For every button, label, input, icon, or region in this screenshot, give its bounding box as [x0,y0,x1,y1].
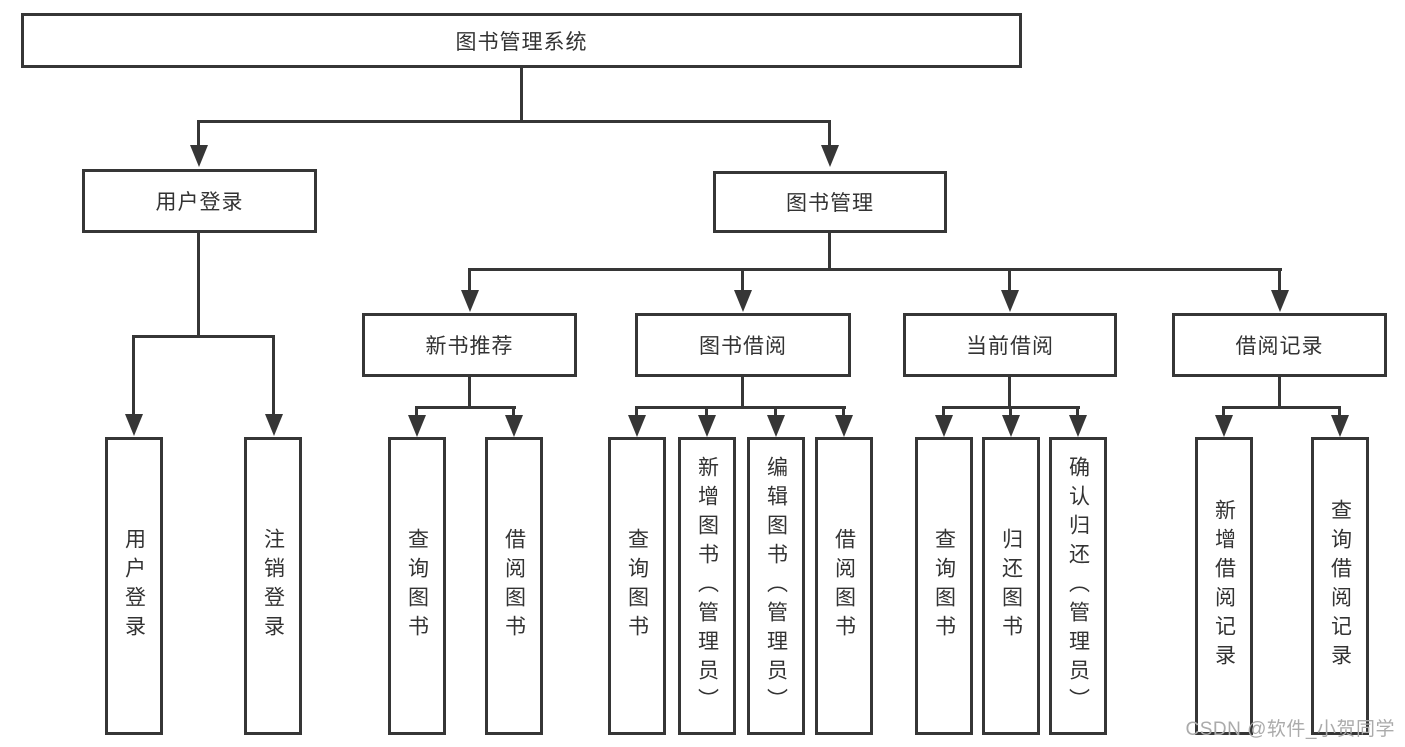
node-new-book-recommend-label: 新书推荐 [425,335,514,358]
node-root: 图书管理系统 [21,13,1022,68]
arrow-down-icon [842,406,845,416]
arrow-down-icon [774,406,777,416]
node-book-borrowing: 图书借阅 [635,313,851,377]
leaf-bb-edit-books-admin: 编辑图书（管理员） [747,437,805,735]
leaf-cb-confirm-return-admin-label: 确认归还（管理员） [1066,455,1090,717]
connector-line [415,406,516,409]
leaf-cb-return-books: 归还图书 [982,437,1040,735]
arrow-down-icon [1338,406,1341,416]
connector-line [1222,406,1340,409]
arrow-down-icon [512,406,515,416]
leaf-user-login: 用户登录 [105,437,163,735]
leaf-br-query-record-label: 查询借阅记录 [1328,499,1352,673]
connector-line [197,120,831,123]
leaf-cb-query-books: 查询图书 [915,437,973,735]
node-user-login: 用户登录 [82,169,317,233]
leaf-br-add-record: 新增借阅记录 [1195,437,1253,735]
leaf-nbr-query-books-label: 查询图书 [405,528,429,644]
leaf-bb-borrow-books: 借阅图书 [815,437,873,735]
leaf-bb-borrow-books-label: 借阅图书 [832,528,856,644]
leaf-bb-query-books-label: 查询图书 [625,528,649,644]
connector-line [741,377,744,409]
leaf-nbr-query-books: 查询图书 [388,437,446,735]
node-book-management: 图书管理 [713,171,947,233]
leaf-logout-label: 注销登录 [261,528,285,644]
arrow-down-icon [468,268,471,291]
arrow-down-icon [942,406,945,416]
arrow-down-icon [132,335,135,415]
connector-line [1278,377,1281,409]
connector-line [132,335,275,338]
leaf-cb-confirm-return-admin: 确认归还（管理员） [1049,437,1107,735]
leaf-logout: 注销登录 [244,437,302,735]
connector-line [1008,377,1011,409]
arrow-down-icon [705,406,708,416]
connector-line [468,377,471,409]
node-borrowing-records-label: 借阅记录 [1235,335,1324,358]
arrow-down-icon [635,406,638,416]
arrow-down-icon [828,120,831,146]
arrow-down-icon [1076,406,1079,416]
node-book-borrowing-label: 图书借阅 [699,335,787,358]
leaf-cb-return-books-label: 归还图书 [999,528,1023,644]
connector-line [468,268,1282,271]
leaf-br-query-record: 查询借阅记录 [1311,437,1369,735]
leaf-cb-query-books-label: 查询图书 [932,528,956,644]
arrow-down-icon [197,120,200,146]
connector-line [197,233,200,338]
node-user-login-label: 用户登录 [155,191,244,214]
node-current-borrowing: 当前借阅 [903,313,1117,377]
arrow-down-icon [1008,268,1011,291]
leaf-bb-query-books: 查询图书 [608,437,666,735]
arrow-down-icon [1009,406,1012,416]
node-new-book-recommend: 新书推荐 [362,313,577,377]
leaf-br-add-record-label: 新增借阅记录 [1212,499,1236,673]
arrow-down-icon [741,268,744,291]
leaf-bb-edit-books-admin-label: 编辑图书（管理员） [764,455,788,717]
leaf-nbr-borrow-books: 借阅图书 [485,437,543,735]
connector-line [520,68,523,123]
leaf-user-login-label: 用户登录 [122,528,146,644]
node-root-label: 图书管理系统 [455,30,588,54]
csdn-watermark: CSDN @软件_小贺同学 [1185,719,1395,740]
node-current-borrowing-label: 当前借阅 [966,335,1054,358]
leaf-bb-add-books-admin-label: 新增图书（管理员） [695,455,719,717]
arrow-down-icon [1222,406,1225,416]
arrow-down-icon [415,406,418,416]
connector-line [635,406,846,409]
node-book-management-label: 图书管理 [786,192,874,215]
connector-line [828,233,831,271]
leaf-bb-add-books-admin: 新增图书（管理员） [678,437,736,735]
leaf-nbr-borrow-books-label: 借阅图书 [502,528,526,644]
arrow-down-icon [272,335,275,415]
arrow-down-icon [1278,268,1281,291]
node-borrowing-records: 借阅记录 [1172,313,1387,377]
